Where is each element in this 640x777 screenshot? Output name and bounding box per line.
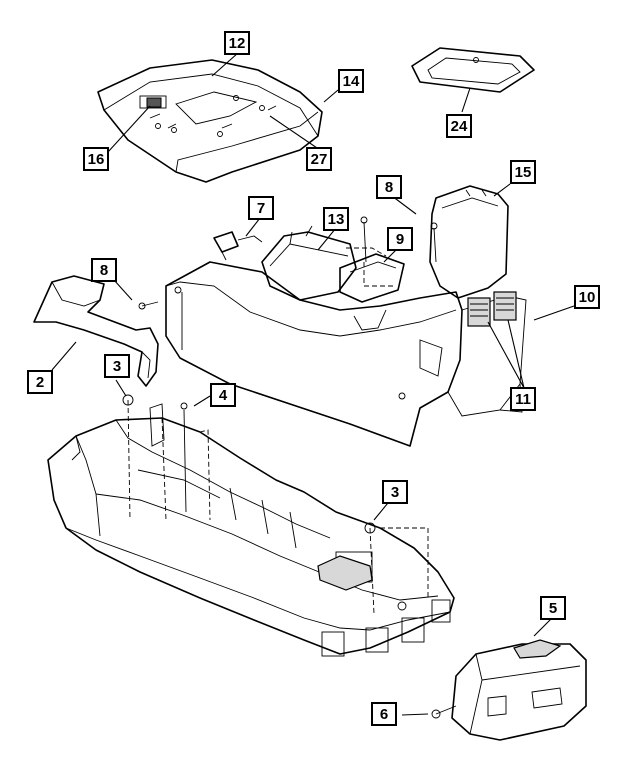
callout-16: 16	[83, 147, 109, 171]
rear-bezel	[451, 639, 587, 741]
callout-3-upper: 3	[104, 354, 130, 378]
callout-14: 14	[338, 69, 364, 93]
callout-5: 5	[540, 596, 566, 620]
leader-lines	[51, 52, 575, 716]
callout-24: 24	[446, 114, 472, 138]
console-housing	[165, 261, 527, 447]
console-base	[47, 403, 455, 657]
callout-13: 13	[323, 207, 349, 231]
assembly-lines	[127, 247, 429, 615]
storage-bin	[261, 225, 357, 301]
callout-7: 7	[248, 196, 274, 220]
callout-11: 11	[510, 387, 536, 411]
callout-8-lower: 8	[91, 258, 117, 282]
callout-12: 12	[224, 31, 250, 55]
callout-8-upper: 8	[376, 175, 402, 199]
callout-3-lower: 3	[382, 480, 408, 504]
trim-bezel	[411, 47, 535, 93]
callout-10: 10	[574, 285, 600, 309]
cupholder-insert	[339, 253, 405, 303]
armrest-lid	[429, 185, 509, 299]
callout-15: 15	[510, 160, 536, 184]
callout-4: 4	[210, 383, 236, 407]
top-lid-panel	[97, 59, 323, 183]
callout-2: 2	[27, 370, 53, 394]
callout-9: 9	[387, 227, 413, 251]
callout-6: 6	[371, 702, 397, 726]
connector-part	[213, 231, 263, 261]
callout-27: 27	[306, 147, 332, 171]
